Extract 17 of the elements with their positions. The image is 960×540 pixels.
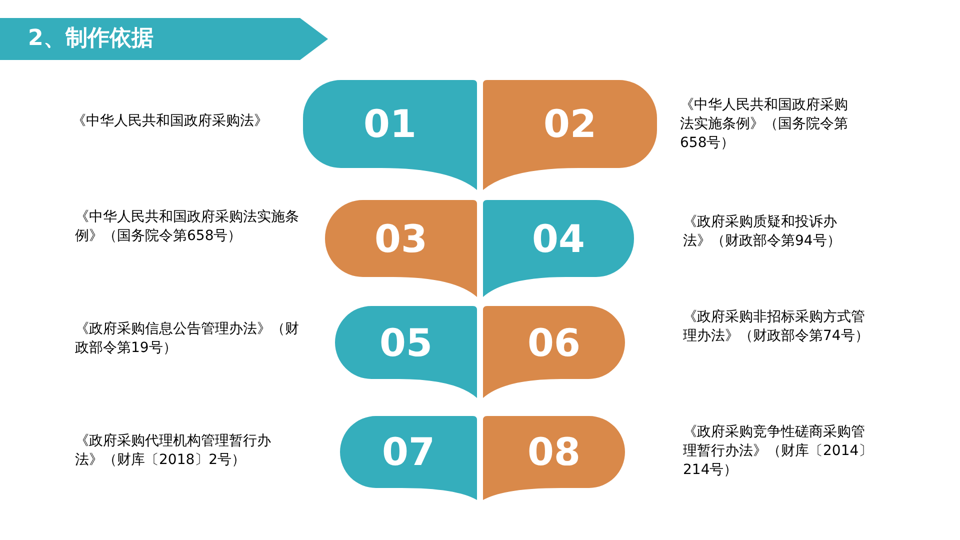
number-label: 01 [364,105,416,143]
number-label: 05 [380,324,432,362]
regulation-text: 《中华人民共和国政府采购法实施条例》（国务院令第658号） [680,96,849,153]
number-label: 07 [382,433,435,471]
regulation-text: 《政府采购代理机构管理暂行办法》（财库〔2018〕2号） [75,432,272,470]
number-label: 04 [532,220,585,258]
number-label: 08 [528,433,580,471]
regulation-text: 《政府采购质疑和投诉办法》（财政部令第94号） [683,213,842,251]
number-label: 06 [528,324,580,362]
number-label: 02 [544,105,596,143]
regulation-text: 《政府采购竞争性磋商采购管理暂行办法》（财库〔2014〕214号） [683,423,873,480]
title: 2、制作依据 [28,25,154,53]
number-label: 03 [374,220,428,258]
regulation-text: 《政府采购非招标采购方式管理办法》（财政部令第74号） [683,308,870,346]
regulation-text: 《中华人民共和国政府采购法》 [72,112,269,131]
regulation-text: 《中华人民共和国政府采购法实施条例》（国务院令第658号） [75,208,300,246]
regulation-text: 《政府采购信息公告管理办法》（财政部令第19号） [75,320,300,358]
